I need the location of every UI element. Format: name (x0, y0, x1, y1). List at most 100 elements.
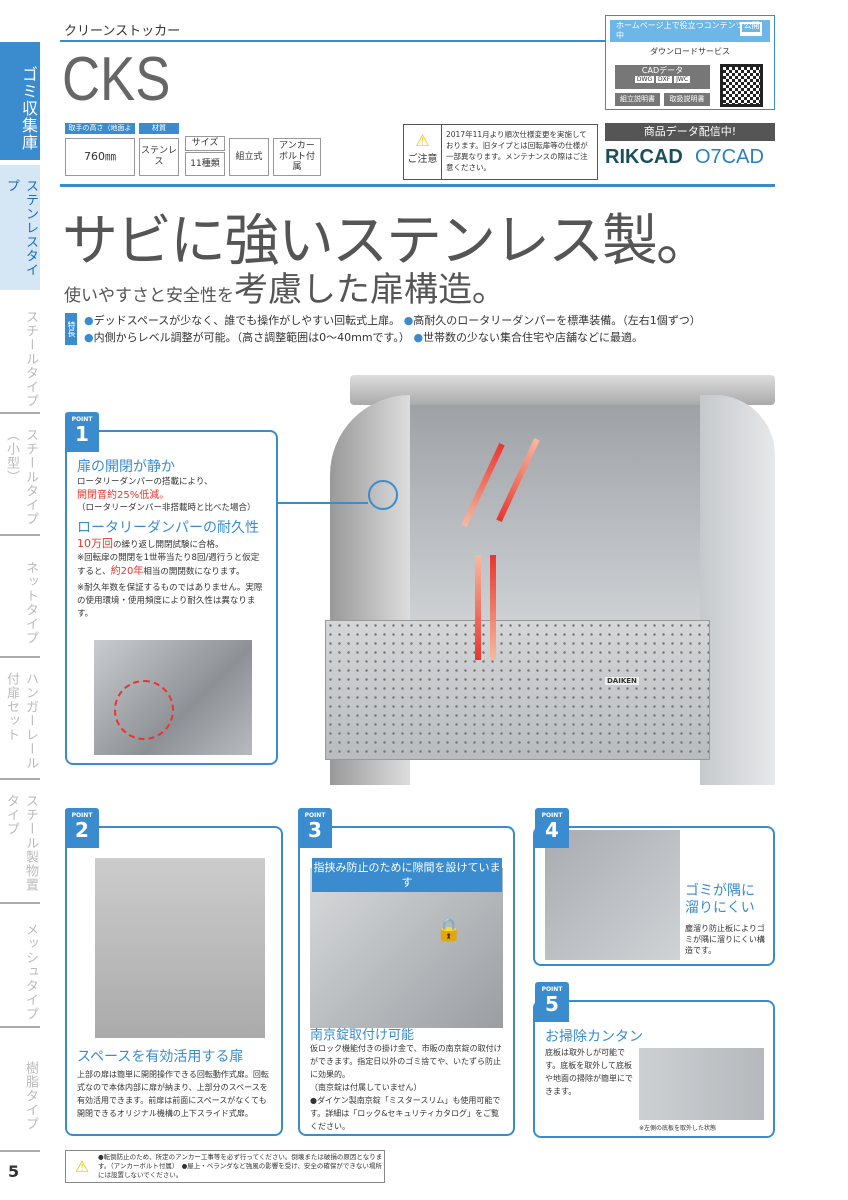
homepage-banner[interactable]: ホームページ上で役立つコンテンツ公開中 (610, 20, 770, 42)
data-distribution-bar: 商品データ配信中! (605, 123, 775, 141)
point-1-text: ロータリーダンパーの搭載により、 (77, 477, 213, 487)
arrow-icon (490, 555, 496, 660)
category-title: クリーンストッカー (64, 24, 181, 39)
durability-assumption: ※回転扉の開閉を1世帯当たり8回/週行うと仮定すると、 (77, 553, 260, 577)
point-5-title: お掃除カンタン (545, 1029, 643, 1045)
caution-text: 2017年11月より順次仕様変更を実施しております。旧タイプとは回転扉等の仕様が… (446, 130, 588, 172)
features-badge: 特長 (65, 313, 77, 345)
callout-line (278, 502, 368, 504)
cad-data-button[interactable]: CADデータ DWG DXF JWC (615, 65, 710, 89)
point-3-title: 南京錠取付け可能 (310, 1028, 415, 1043)
front-door (325, 620, 710, 760)
headline-sub: 使いやすさと安全性を考慮した扉構造。 (64, 262, 506, 311)
sidebar-item-mesh[interactable]: メッシュタイプ (0, 904, 40, 1028)
padlock-photo: 🔒 (310, 868, 503, 1028)
point-2-text: 上部の扉は簡単に開閉操作できる回転動作式扉。回転式なので本体内部に扉が納まり、上… (77, 1070, 269, 1118)
floor-plate-photo (639, 1048, 764, 1120)
warning-icon: ⚠ (74, 1157, 90, 1176)
format-dxf: DXF (656, 76, 673, 83)
point-3-text2: ●ダイケン製南京錠「ミスタースリム」も使用可能です。詳細は「ロック&セキュリティ… (310, 1096, 501, 1131)
sidebar-item-steel-small[interactable]: スチールタイプ（小型） (0, 414, 40, 536)
laptop-icon (740, 22, 762, 36)
arrow-icon (475, 555, 481, 660)
point-5-text: 底板は取外しが可能です。底板を取外して底板や地面の掃除が簡単にできます。 (545, 1048, 633, 1096)
sidebar-item-resin[interactable]: 樹脂タイプ (0, 1028, 40, 1152)
point-1-highlight: 開閉音約25%低減。 (77, 490, 170, 501)
point-3-note: （南京錠は付属していません） (310, 1083, 422, 1092)
sidebar-item-net[interactable]: ネットタイプ (0, 536, 40, 658)
feature-item: デッドスペースが少なく、誰でも操作がしやすい回転式上扉。 (93, 314, 401, 327)
sidebar-item-garbage-storage[interactable]: ゴミ収集庫 (0, 42, 40, 160)
daiken-brand-plate: DAIKEN (605, 677, 639, 685)
sidebar-item-steel-shed[interactable]: スチール製物置タイプ (0, 780, 40, 904)
point-1-card: 扉の開閉が静か ロータリーダンパーの搭載により、 開閉音約25%低減。 （ロータ… (65, 430, 278, 765)
caution-label: ご注意 (407, 154, 438, 165)
headline-sub-small: 使いやすさと安全性を (64, 286, 234, 306)
product-side-right (700, 395, 775, 785)
point-1-title: 扉の開閉が静か (77, 459, 175, 475)
point-4-text: 塵溜り防止板によりゴミが隅に溜りにくい構造です。 (685, 924, 765, 955)
point-3-callout: 指挟み防止のために隙間を設けています (312, 858, 502, 892)
feature-item: 高耐久のロータリーダンパーを標準装備。（左右1個ずつ） (413, 314, 701, 327)
point-1-subtitle: ロータリーダンパーの耐久性 (77, 520, 259, 536)
height-value: 760㎜ (65, 138, 135, 176)
sidebar-item-steel[interactable]: スチールタイプ (0, 292, 40, 414)
point-4-title: ゴミが隅に溜りにくい (685, 883, 755, 916)
point-3-card: 🔒 指挟み防止のために隙間を設けています 南京錠取付け可能 仮ロック機能付きの掛… (298, 826, 515, 1136)
product-interior (410, 405, 735, 625)
qr-code[interactable] (720, 64, 763, 107)
durability-text: の繰り返し開閉試験に合格。 (113, 540, 224, 550)
download-panel: ホームページ上で役立つコンテンツ公開中 ダウンロードサービス CADデータ DW… (605, 15, 775, 110)
model-name: CKS (62, 45, 171, 114)
durability-count: 10万回 (77, 537, 113, 550)
section-rule (60, 184, 775, 187)
rikcad-logo: RIKCAD (605, 146, 683, 168)
format-dwg: DWG (634, 76, 655, 83)
o7cad-logo: O7CAD (695, 146, 764, 168)
footer-notice: ⚠ ●転倒防止のため、所定のアンカー工事等を必ず行ってください。倒壊または破損の… (65, 1150, 385, 1183)
format-jwc: JWC (674, 76, 691, 83)
point-2-card: スペースを有効活用する扉 上部の扉は簡単に開閉操作できる回転動作式扉。回転式なの… (65, 826, 283, 1136)
material-value: ステンレス (139, 138, 179, 176)
height-label: 取手の高さ（地面より） (65, 123, 135, 143)
instruction-manual-button[interactable]: 取扱説明書 (664, 93, 710, 106)
feature-item: 世帯数の少ない集合住宅や店舗などに最適。 (423, 331, 644, 344)
header-rule (60, 40, 605, 42)
download-title: ダウンロードサービス (650, 47, 730, 56)
cad-label: CADデータ (641, 66, 684, 75)
assembly-manual-button[interactable]: 組立説明書 (615, 93, 660, 106)
banner-text: ホームページ上で役立つコンテンツ公開中 (616, 21, 760, 40)
headline-main: サビに強いステンレス製。 (62, 209, 712, 274)
durability-years: 約20年 (110, 566, 144, 577)
feature-item: 内側からレベル調整が可能。（高さ調整範囲は0〜40mmです。） (93, 331, 410, 344)
headline-sub-large: 考慮した扉構造。 (234, 270, 506, 310)
size-label: サイズ (185, 136, 225, 151)
anchor-bolt: アンカーボルト付属 (273, 138, 321, 176)
assembly: 組立式 (229, 138, 269, 176)
durability-disclaimer: ※耐久年数を保証するものではありません。実際の使用環境・使用頻度により耐久性は異… (77, 583, 263, 619)
point-2-title: スペースを有効活用する扉 (77, 1049, 244, 1065)
point-5-card: お掃除カンタン 底板は取外しが可能です。底板を取外して底板や地面の掃除が簡単にで… (533, 1000, 775, 1138)
damper-photo (94, 640, 252, 755)
corner-photo (545, 830, 680, 960)
features-list: ●デッドスペースが少なく、誰でも操作がしやすい回転式上扉。 ●高耐久のロータリー… (84, 314, 701, 344)
point-3-body: 仮ロック機能付きの掛け金で、市販の南京錠の取付けができます。指定日以外のゴミ捨て… (310, 1042, 506, 1133)
material-label: 材質 (139, 123, 179, 134)
point-5-caption: ※左側の底板を取外した状態 (639, 1125, 717, 1132)
sidebar-item-hanger-rail[interactable]: ハンガーレール付扉セット (0, 658, 40, 780)
page-number: 5 (8, 1162, 20, 1181)
durability-suffix: 相当の開閉数になります。 (143, 567, 245, 577)
product-image: DAIKEN (320, 375, 775, 805)
caution-box: ⚠ ご注意 2017年11月より順次仕様変更を実施しております。旧タイプとは回転… (403, 124, 598, 180)
highlight-circle (114, 680, 174, 740)
sidebar-item-stainless[interactable]: ステンレスタイプ (0, 165, 40, 290)
footer-notice-text: ●転倒防止のため、所定のアンカー工事等を必ず行ってください。倒壊または破損の原因… (98, 1153, 383, 1179)
padlock-icon: 🔒 (435, 918, 463, 943)
product-photo-small (95, 858, 265, 1038)
point-3-text: 仮ロック機能付きの掛け金で、市販の南京錠の取付けができます。指定日以外のゴミ捨て… (310, 1044, 502, 1079)
